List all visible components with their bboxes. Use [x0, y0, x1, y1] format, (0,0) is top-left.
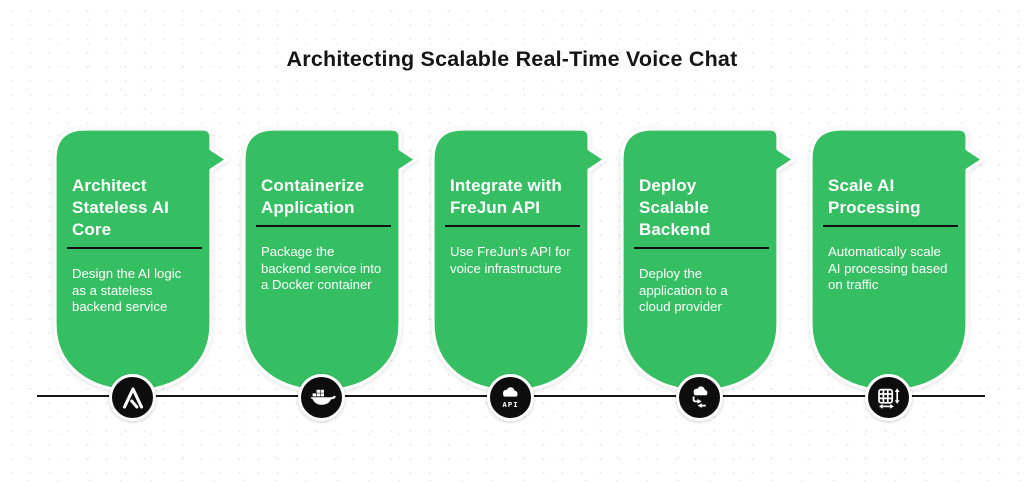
- step-description: Deploy the application to a cloud provid…: [639, 266, 728, 315]
- step-description: Automatically scale AI processing based …: [828, 244, 948, 293]
- timeline-node-3: API: [487, 374, 534, 421]
- step-title: Architect Stateless AI Core: [72, 176, 169, 239]
- cloud-deploy-icon: [692, 386, 708, 408]
- title-divider: [256, 225, 391, 228]
- step-card-containerize: Containerize Application Package the bac…: [242, 127, 420, 395]
- timeline-node-2: [298, 374, 345, 421]
- api-cloud-icon: API: [502, 387, 518, 409]
- step-card-scale-ai: Scale AI Processing Automatically scale …: [809, 127, 987, 395]
- api-label: API: [502, 400, 518, 409]
- title-divider: [67, 247, 202, 250]
- step-title: Scale AI Processing: [828, 176, 921, 217]
- step-card-integrate-frejun: Integrate with FreJun API Use FreJun's A…: [431, 127, 609, 395]
- step-title: Containerize Application: [261, 176, 365, 217]
- step-description: Package the backend service into a Docke…: [261, 244, 382, 293]
- step-description: Design the AI logic as a stateless backe…: [72, 266, 182, 315]
- step-card-architect-ai-core: Architect Stateless AI Core Design the A…: [53, 127, 231, 395]
- timeline-node-5: [865, 374, 912, 421]
- title-divider: [445, 225, 580, 228]
- step-title: Integrate with FreJun API: [450, 176, 562, 217]
- title-divider: [823, 225, 958, 228]
- timeline-node-4: [676, 374, 723, 421]
- ai-architecture-icon: [122, 386, 143, 409]
- step-description: Use FreJun's API for voice infrastructur…: [450, 244, 571, 276]
- step-card-deploy-backend: Deploy Scalable Backend Deploy the appli…: [620, 127, 798, 395]
- scale-grid-icon: [877, 387, 900, 409]
- docker-whale-icon: [310, 389, 336, 405]
- title-divider: [634, 247, 769, 250]
- page-title: Architecting Scalable Real-Time Voice Ch…: [286, 47, 738, 71]
- timeline-node-1: [109, 374, 156, 421]
- step-title: Deploy Scalable Backend: [639, 176, 711, 239]
